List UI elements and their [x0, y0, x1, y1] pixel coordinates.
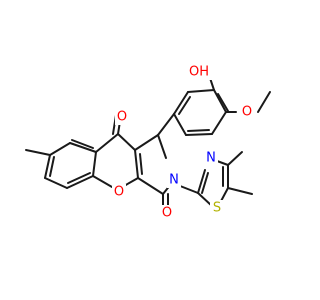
bond: [44, 177, 68, 189]
lactam-oxygen-label: O: [162, 206, 172, 221]
bond: [216, 160, 229, 166]
bond: [257, 91, 271, 113]
bond: [139, 153, 143, 175]
bond: [69, 142, 97, 153]
bond: [137, 177, 164, 195]
amide-nitrogen-label: N: [169, 173, 179, 188]
methoxy-oxygen-label: O: [242, 105, 252, 120]
bond: [44, 154, 51, 179]
thiazole-nitrogen-label: N: [206, 151, 216, 166]
bond: [173, 91, 189, 115]
ketone-oxygen-label: O: [117, 110, 127, 125]
bond: [187, 129, 210, 132]
bond-network: [25, 77, 271, 209]
bond: [123, 177, 139, 187]
bond: [92, 175, 113, 188]
bond: [49, 156, 55, 177]
bond: [185, 133, 213, 136]
bond: [211, 111, 227, 135]
hydroxyl-label: OH: [189, 65, 209, 80]
pyran-oxygen-label: O: [114, 185, 124, 200]
bond: [187, 89, 215, 93]
bond: [178, 96, 191, 115]
thiazole-sulfur-label: S: [213, 201, 221, 216]
bond: [67, 172, 91, 184]
bond: [217, 93, 229, 112]
bond: [227, 187, 253, 195]
bond: [71, 139, 94, 149]
bond: [66, 175, 94, 189]
bond: [157, 134, 167, 159]
bond: [227, 151, 243, 166]
bond: [25, 149, 51, 156]
bond: [173, 113, 187, 136]
chemical-structure: OH O O O O N N S: [25, 64, 271, 221]
bond: [95, 133, 119, 153]
bond: [157, 113, 175, 136]
bond: [197, 192, 213, 207]
bond: [49, 142, 71, 156]
bond: [201, 172, 209, 194]
bond: [92, 151, 97, 177]
bond: [213, 89, 227, 113]
bond: [117, 133, 136, 151]
bond: [197, 169, 206, 194]
atom-labels: OH O O O O N N S: [112, 64, 255, 221]
bond: [134, 134, 159, 151]
bond: [134, 149, 139, 179]
